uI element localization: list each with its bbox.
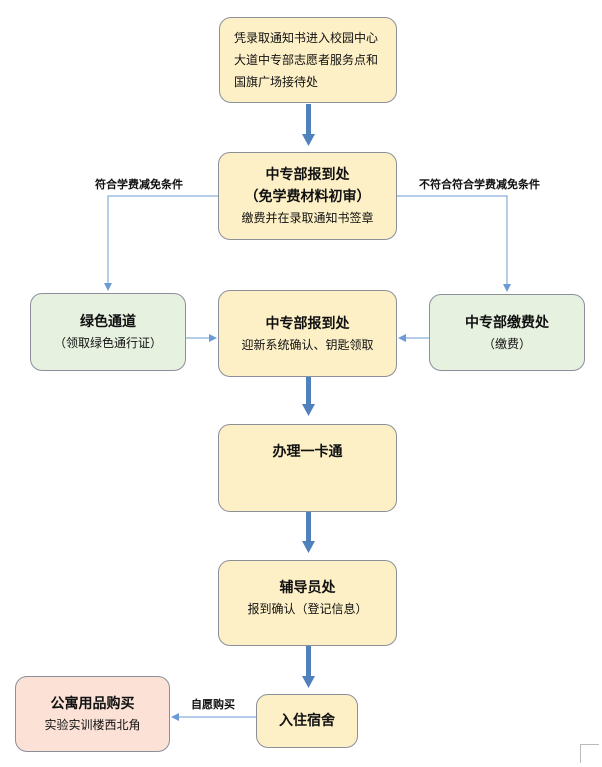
node-registration-initial: 中专部报到处 （免学费材料初审） 缴费并在录取通知书签章 — [218, 152, 397, 240]
thick-arrow-counselor-to-dorm — [302, 646, 315, 688]
counselor-note: 报到确认（登记信息） — [247, 602, 368, 616]
thick-arrow-reception-to-registration — [302, 104, 315, 146]
registration-confirm-title: 中专部报到处 — [265, 315, 350, 332]
reception-text: 凭录取通知书进入校园中心大道中专部志愿者服务点和国旗广场接待处 — [234, 31, 379, 89]
label-eligible: 符合学费减免条件 — [95, 178, 183, 191]
campus-card-title: 办理一卡通 — [272, 444, 343, 460]
supplies-note: 实验实训楼西北角 — [44, 718, 141, 732]
green-channel-title: 绿色通道 — [80, 314, 136, 330]
thick-arrow-confirm-to-card — [302, 377, 315, 416]
registration-confirm-note: 迎新系统确认、钥匙领取 — [241, 337, 374, 352]
connector-registration-to-payment — [397, 195, 511, 292]
node-green-channel: 绿色通道 （领取绿色通行证） — [30, 293, 186, 371]
node-dorm: 入住宿舍 — [256, 694, 358, 748]
thick-arrow-card-to-counselor — [302, 512, 315, 553]
label-not-eligible: 不符合符合学费减免条件 — [419, 178, 540, 191]
node-counselor: 辅导员处 报到确认（登记信息） — [218, 560, 397, 646]
supplies-title: 公寓用品购买 — [50, 696, 135, 712]
registration-initial-note: 缴费并在录取通知书签章 — [241, 211, 374, 225]
label-voluntary: 自愿购买 — [191, 698, 235, 711]
connector-registration-to-green — [104, 195, 218, 291]
counselor-title: 辅导员处 — [279, 580, 336, 596]
node-supplies: 公寓用品购买 实验实训楼西北角 — [15, 676, 170, 752]
green-channel-note: （领取绿色通行证） — [53, 336, 162, 350]
payment-title: 中专部缴费处 — [465, 314, 549, 331]
node-registration-confirm: 中专部报到处 迎新系统确认、钥匙领取 — [218, 290, 397, 377]
registration-initial-subtitle: （免学费材料初审） — [244, 189, 371, 205]
registration-initial-title: 中专部报到处 — [265, 167, 350, 183]
node-campus-card: 办理一卡通 — [218, 424, 397, 512]
dorm-title: 入住宿舍 — [279, 713, 335, 729]
node-reception: 凭录取通知书进入校园中心大道中专部志愿者服务点和国旗广场接待处 — [219, 17, 397, 103]
page-corner-mark — [580, 744, 599, 763]
payment-note: （缴费） — [482, 336, 531, 351]
node-payment: 中专部缴费处 （缴费） — [429, 294, 585, 371]
